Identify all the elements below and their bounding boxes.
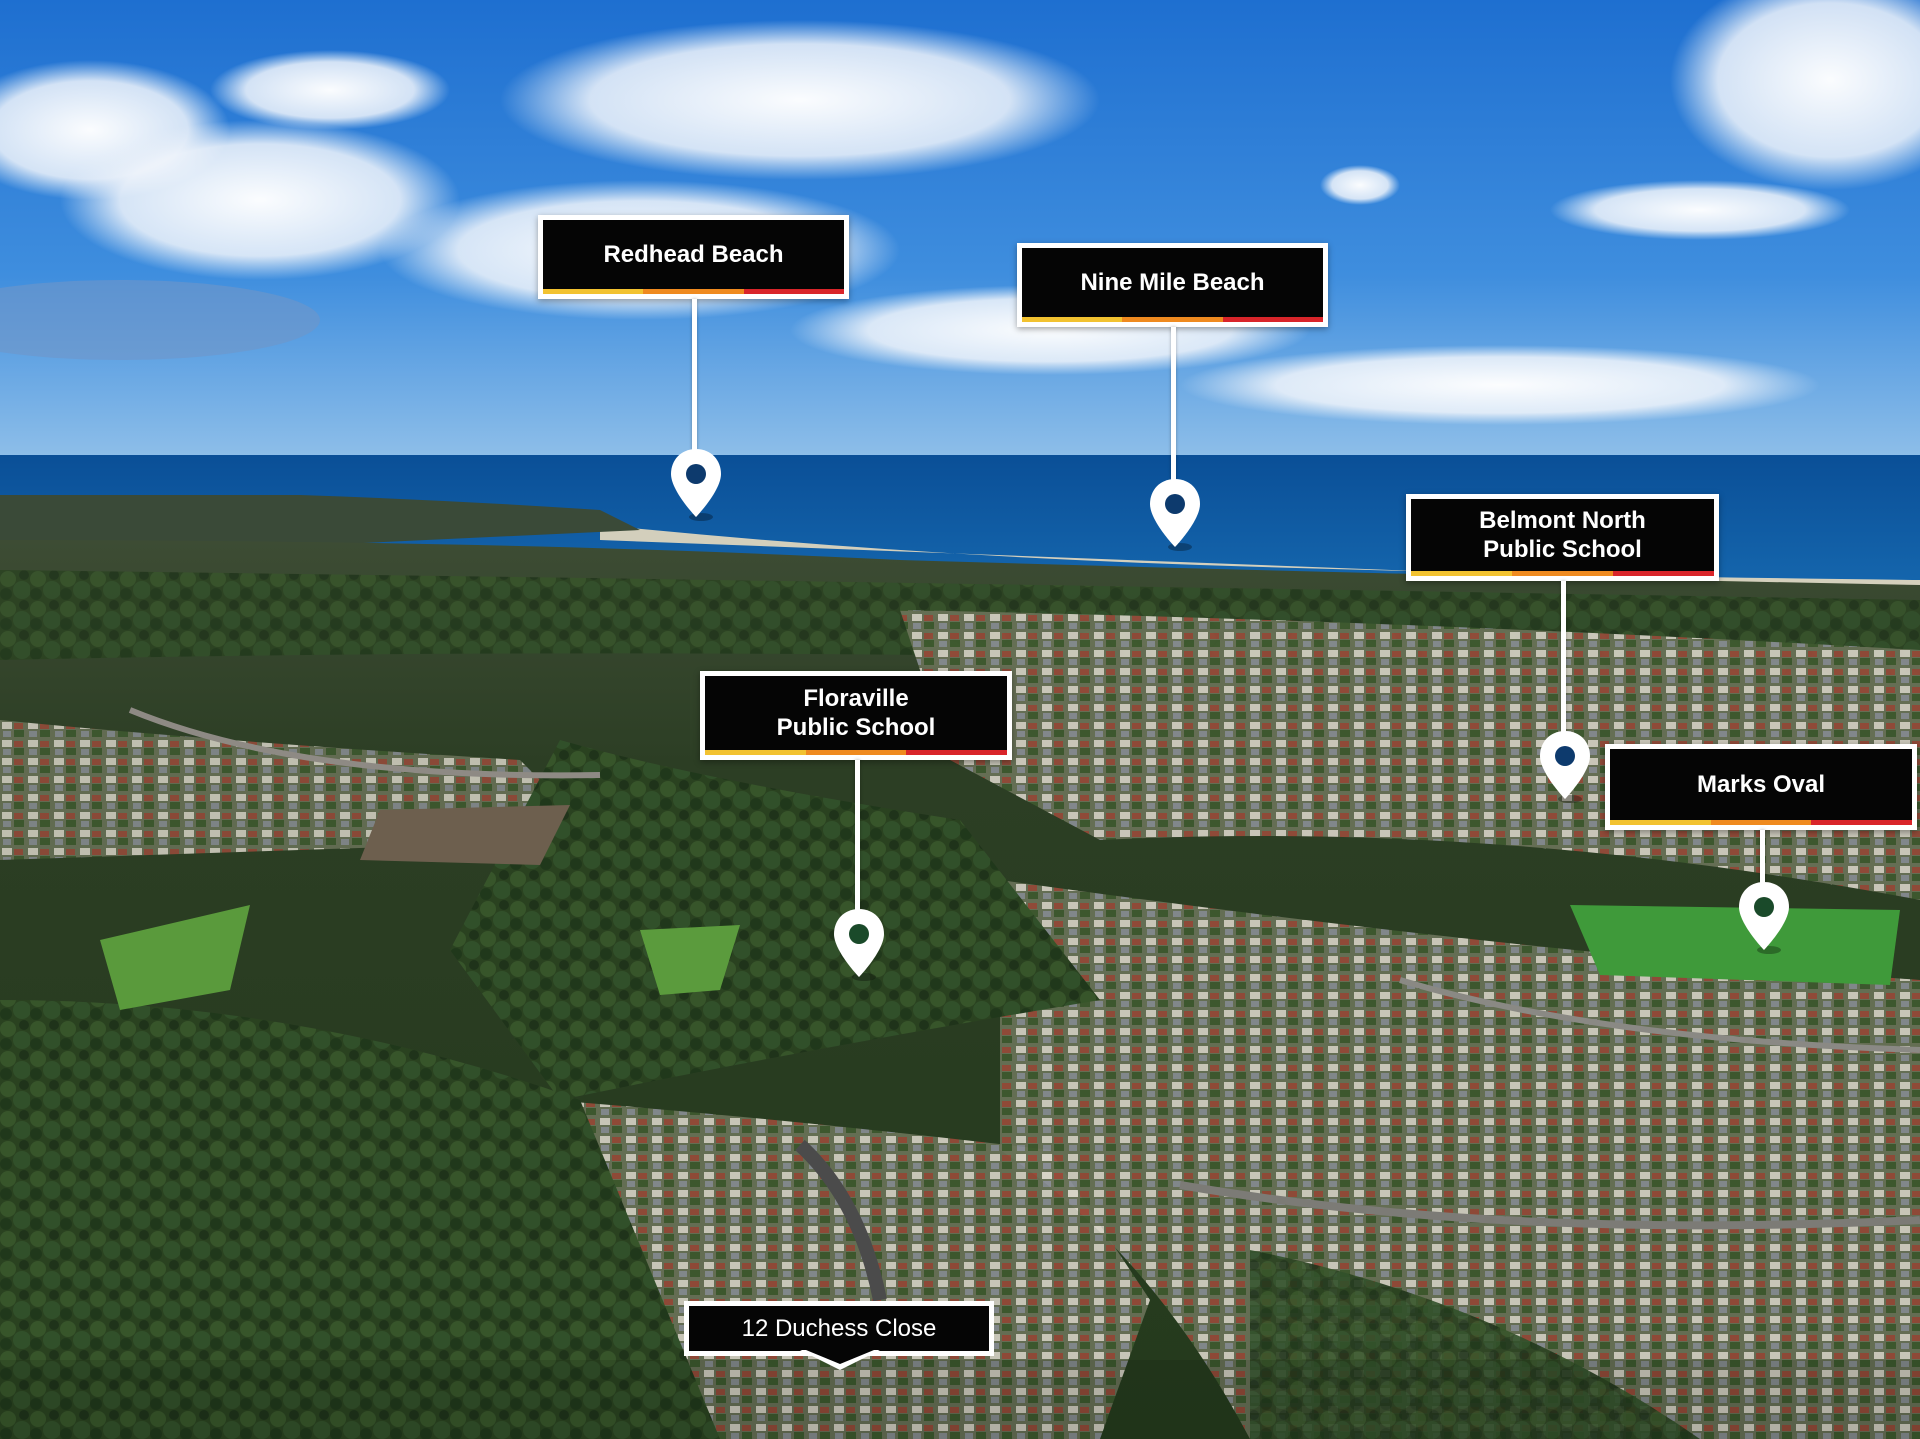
address-tag: 12 Duchess Close	[684, 1301, 994, 1356]
map-pin-icon	[1540, 731, 1590, 803]
pin-stem	[1760, 830, 1765, 884]
address-text: 12 Duchess Close	[741, 1314, 937, 1342]
label-nine-mile-beach: Nine Mile Beach	[1017, 243, 1328, 327]
label-stripe	[1411, 571, 1714, 576]
label-text: Floraville Public School	[776, 684, 936, 741]
pin-stem	[1171, 327, 1176, 481]
map-pin-icon	[1739, 882, 1789, 954]
address-pointer-icon	[800, 1350, 880, 1370]
map-pin-icon	[834, 909, 884, 981]
label-text: Belmont North Public School	[1479, 506, 1646, 563]
label-marks-oval: Marks Oval	[1605, 744, 1917, 830]
label-stripe	[1610, 820, 1913, 825]
pin-stem	[692, 299, 697, 451]
label-redhead-beach: Redhead Beach	[538, 215, 849, 299]
map-pin-icon	[1150, 479, 1200, 551]
label-belmont-north-public-school: Belmont North Public School	[1406, 494, 1719, 581]
label-stripe	[705, 750, 1008, 755]
label-text: Redhead Beach	[603, 240, 784, 268]
map-pin-icon	[671, 449, 721, 521]
pin-stem	[1561, 581, 1566, 733]
pin-stem	[855, 760, 860, 912]
label-floraville-public-school: Floraville Public School	[700, 671, 1012, 760]
label-stripe	[543, 289, 844, 294]
label-stripe	[1022, 317, 1323, 322]
label-text: Nine Mile Beach	[1080, 268, 1265, 296]
label-text: Marks Oval	[1696, 770, 1826, 798]
